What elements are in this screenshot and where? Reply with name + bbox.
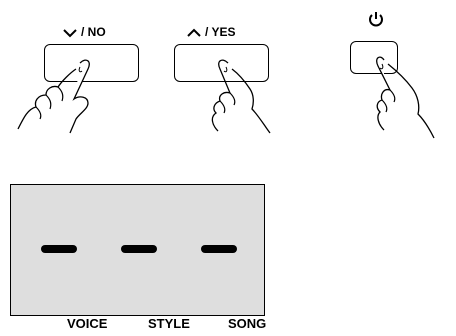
chevron-down-icon <box>63 29 77 38</box>
no-button-label: / NO <box>62 25 106 39</box>
power-icon <box>369 12 383 27</box>
yes-label-text: / YES <box>205 25 236 39</box>
yes-button-label: / YES <box>186 25 235 39</box>
caption-style: STYLE <box>148 316 190 331</box>
display-segment <box>201 245 237 253</box>
chevron-up-icon <box>187 28 201 37</box>
hand-icon <box>211 59 271 134</box>
hand-icon <box>17 59 90 134</box>
hand-icon <box>376 56 435 139</box>
caption-voice: VOICE <box>67 316 108 331</box>
lcd-display <box>10 184 265 316</box>
caption-song: SONG <box>228 316 267 331</box>
display-segment <box>121 245 157 253</box>
display-segment <box>41 245 77 253</box>
no-label-text: / NO <box>81 25 106 39</box>
power-button[interactable] <box>350 41 398 74</box>
no-button[interactable] <box>44 44 139 82</box>
